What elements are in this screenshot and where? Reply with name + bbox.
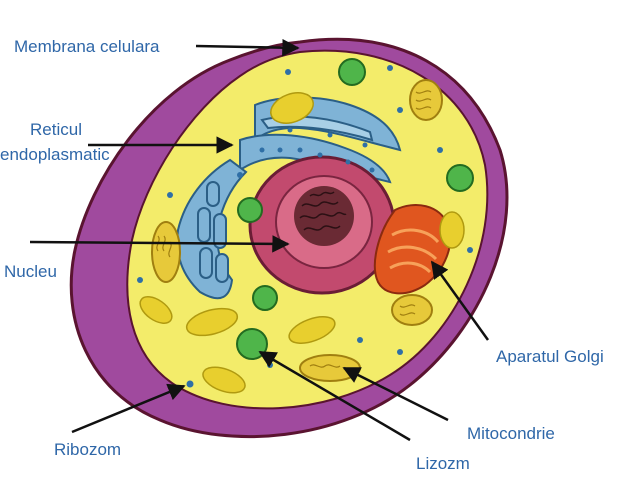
label-endoplasmatic: endoplasmatic — [0, 145, 110, 164]
nucleolus — [294, 186, 354, 246]
label-lizozm: Lizozm — [416, 454, 470, 473]
arrow-lysosome — [258, 350, 411, 442]
label-ribozom: Ribozom — [54, 440, 122, 459]
arrow-membrane — [195, 38, 300, 57]
pointer-arrows — [29, 38, 490, 442]
label-membrana-celulara: Membrana celulara — [14, 37, 160, 56]
mitochondrion — [151, 221, 181, 283]
label-aparatul-golgi: Aparatul Golgi — [496, 347, 604, 366]
arrow-mitochondrion — [342, 366, 449, 422]
mitochondrion — [409, 79, 443, 121]
mitochondrion — [299, 354, 361, 382]
mitochondrion — [391, 294, 433, 326]
label-nucleu: Nucleu — [4, 262, 57, 281]
lysosome — [338, 58, 366, 86]
vesicles — [139, 92, 465, 394]
ribosomes — [137, 65, 473, 388]
arrow-ribosome — [71, 383, 186, 434]
lysosome — [237, 197, 263, 223]
lysosome — [446, 164, 474, 192]
lysosome — [252, 285, 278, 311]
chromatin — [299, 191, 347, 231]
label-reticul: Reticul — [30, 120, 82, 139]
arrow-nucleus — [29, 235, 290, 253]
label-mitocondrie: Mitocondrie — [467, 424, 555, 443]
arrow-golgi — [430, 260, 490, 341]
